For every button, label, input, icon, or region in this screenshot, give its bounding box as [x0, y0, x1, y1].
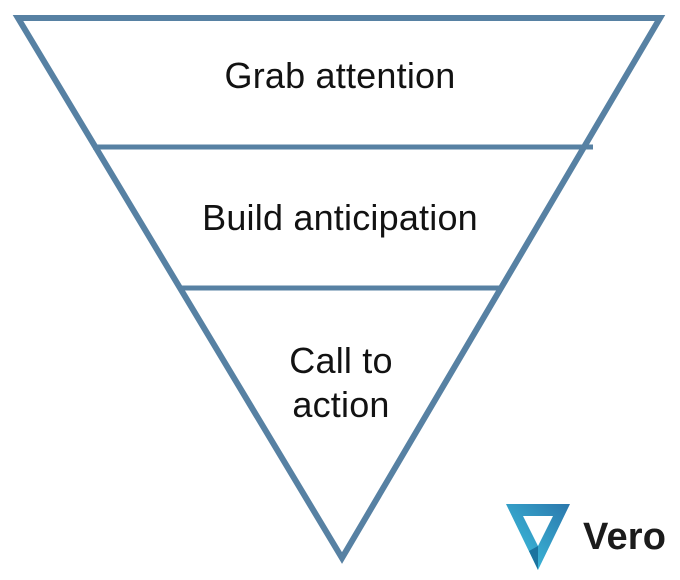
- vero-logo: Vero: [506, 503, 666, 571]
- funnel-label-build-anticipation: Build anticipation: [202, 197, 478, 238]
- funnel-label-call-to-action: Call to action: [289, 339, 392, 427]
- vero-triangle-ring: [506, 504, 570, 570]
- funnel-label-line-2: action: [292, 384, 390, 425]
- funnel-label-grab-attention: Grab attention: [224, 55, 456, 96]
- vero-triangle-fold-facet: [529, 546, 538, 570]
- funnel-label-line-1: Call to: [289, 340, 393, 381]
- vero-wordmark: Vero: [583, 516, 667, 558]
- vero-triangle-icon: [506, 504, 570, 570]
